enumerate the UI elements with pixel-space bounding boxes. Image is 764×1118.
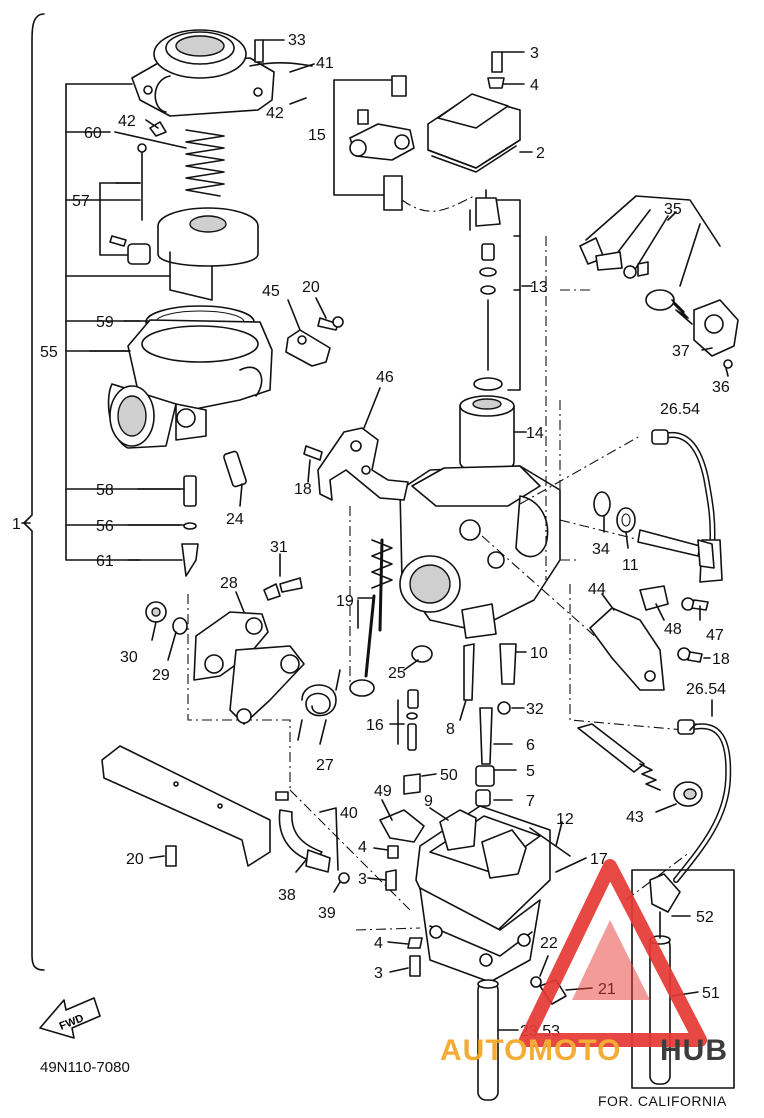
link-15 — [333, 75, 475, 212]
callout-33: 33 — [288, 32, 306, 49]
watermark-moto: MOTO — [528, 1034, 621, 1067]
callout-15: 15 — [308, 127, 326, 144]
callout-4-low: 4 — [374, 935, 383, 952]
callout-19: 19 — [336, 593, 354, 610]
callout-6: 6 — [526, 737, 535, 754]
callout-9: 9 — [424, 793, 433, 810]
callout-40: 40 — [340, 805, 358, 822]
callout-18-right: 18 — [712, 651, 730, 668]
lower-jets-left — [181, 450, 247, 577]
callout-50: 50 — [440, 767, 458, 784]
callout-42-left: 42 — [118, 113, 136, 130]
right-shaft-parts — [593, 491, 715, 569]
plate-45 — [285, 316, 344, 367]
throttle-spring — [149, 121, 225, 197]
carb-top-cap — [131, 29, 313, 117]
callout-59: 59 — [96, 314, 114, 331]
callout-57: 57 — [72, 193, 90, 210]
callout-38: 38 — [278, 887, 296, 904]
callout-28: 28 — [220, 575, 238, 592]
carb-main-body — [399, 465, 561, 639]
throttle-lever-plate — [145, 577, 341, 741]
callout-11: 11 — [622, 557, 639, 574]
callout-4-mid: 4 — [358, 839, 367, 856]
callout-55: 55 — [40, 344, 58, 361]
callout-44: 44 — [588, 581, 606, 598]
callout-20-lower: 20 — [126, 851, 144, 868]
leader-lines — [89, 39, 729, 1031]
cable-bracket-46 — [303, 427, 409, 501]
callout-27: 27 — [316, 757, 334, 774]
diagram-code: 49N110-7080 — [40, 1059, 130, 1076]
callout-12: 12 — [556, 811, 574, 828]
callout-3-top: 3 — [530, 45, 539, 62]
callout-56: 56 — [96, 518, 114, 535]
callout-60: 60 — [84, 125, 102, 142]
callout-2: 2 — [536, 145, 545, 162]
vent-hose-lower — [673, 719, 732, 883]
top-cover-2 — [427, 51, 521, 173]
callout-45: 45 — [262, 283, 280, 300]
callout-29: 29 — [152, 667, 170, 684]
callout-36: 36 — [712, 379, 730, 396]
choke-assembly — [579, 195, 739, 369]
sub-assembly-bracket — [65, 83, 181, 561]
callout-30: 30 — [120, 649, 138, 666]
callout-49: 49 — [374, 783, 392, 800]
callout-26-54-lower: 26.54 — [686, 681, 726, 698]
callout-39: 39 — [318, 905, 336, 922]
float-bowl — [379, 805, 571, 983]
automotohub-watermark: AUTO MOTO HUB — [440, 859, 728, 1067]
vent-hose-top — [651, 429, 723, 583]
callout-10: 10 — [530, 645, 548, 662]
callout-7: 7 — [526, 793, 535, 810]
accelerator-lever — [589, 585, 709, 691]
callout-41: 41 — [316, 55, 334, 72]
throttle-valve — [109, 207, 259, 301]
jet-column — [459, 189, 521, 474]
assembly-1-bracket: 1 — [12, 13, 45, 971]
callout-32: 32 — [526, 701, 544, 718]
callout-61: 61 — [96, 553, 114, 570]
callout-31: 31 — [270, 539, 288, 556]
carb-upper-body — [107, 319, 273, 449]
callout-47: 47 — [706, 627, 724, 644]
callout-37: 37 — [672, 343, 690, 360]
callout-34: 34 — [592, 541, 610, 558]
callout-3-low: 3 — [374, 965, 383, 982]
callout-4-top: 4 — [530, 77, 539, 94]
callout-35: 35 — [664, 201, 682, 218]
callout-22: 22 — [540, 935, 558, 952]
hose-fitting — [275, 791, 350, 884]
callout-24: 24 — [226, 511, 244, 528]
callout-1: 1 — [12, 516, 21, 533]
callout-26-54-top: 26.54 — [660, 401, 700, 418]
callout-5: 5 — [526, 763, 535, 780]
callout-42-top: 42 — [266, 105, 284, 122]
mounting-bracket — [101, 745, 271, 867]
callout-43: 43 — [626, 809, 644, 826]
callout-14: 14 — [526, 425, 544, 442]
watermark-hub: HUB — [660, 1034, 728, 1067]
choke-plunger-43 — [577, 723, 703, 807]
callout-58: 58 — [96, 482, 114, 499]
callout-52: 52 — [696, 909, 714, 926]
fwd-arrow: FWD — [39, 997, 101, 1039]
callout-3-mid: 3 — [358, 871, 367, 888]
callout-13: 13 — [530, 279, 548, 296]
callout-16: 16 — [366, 717, 384, 734]
callout-51: 51 — [702, 985, 720, 1002]
region-note: FOR. CALIFORNIA — [598, 1093, 727, 1109]
watermark-auto: AUTO — [440, 1034, 528, 1067]
callout-48: 48 — [664, 621, 682, 638]
callout-8: 8 — [446, 721, 455, 738]
callout-18-left: 18 — [294, 481, 312, 498]
callout-25: 25 — [388, 665, 406, 682]
center-jets — [349, 538, 517, 807]
callout-20-top: 20 — [302, 279, 320, 296]
callout-46: 46 — [376, 369, 394, 386]
jet-needle — [137, 143, 147, 221]
